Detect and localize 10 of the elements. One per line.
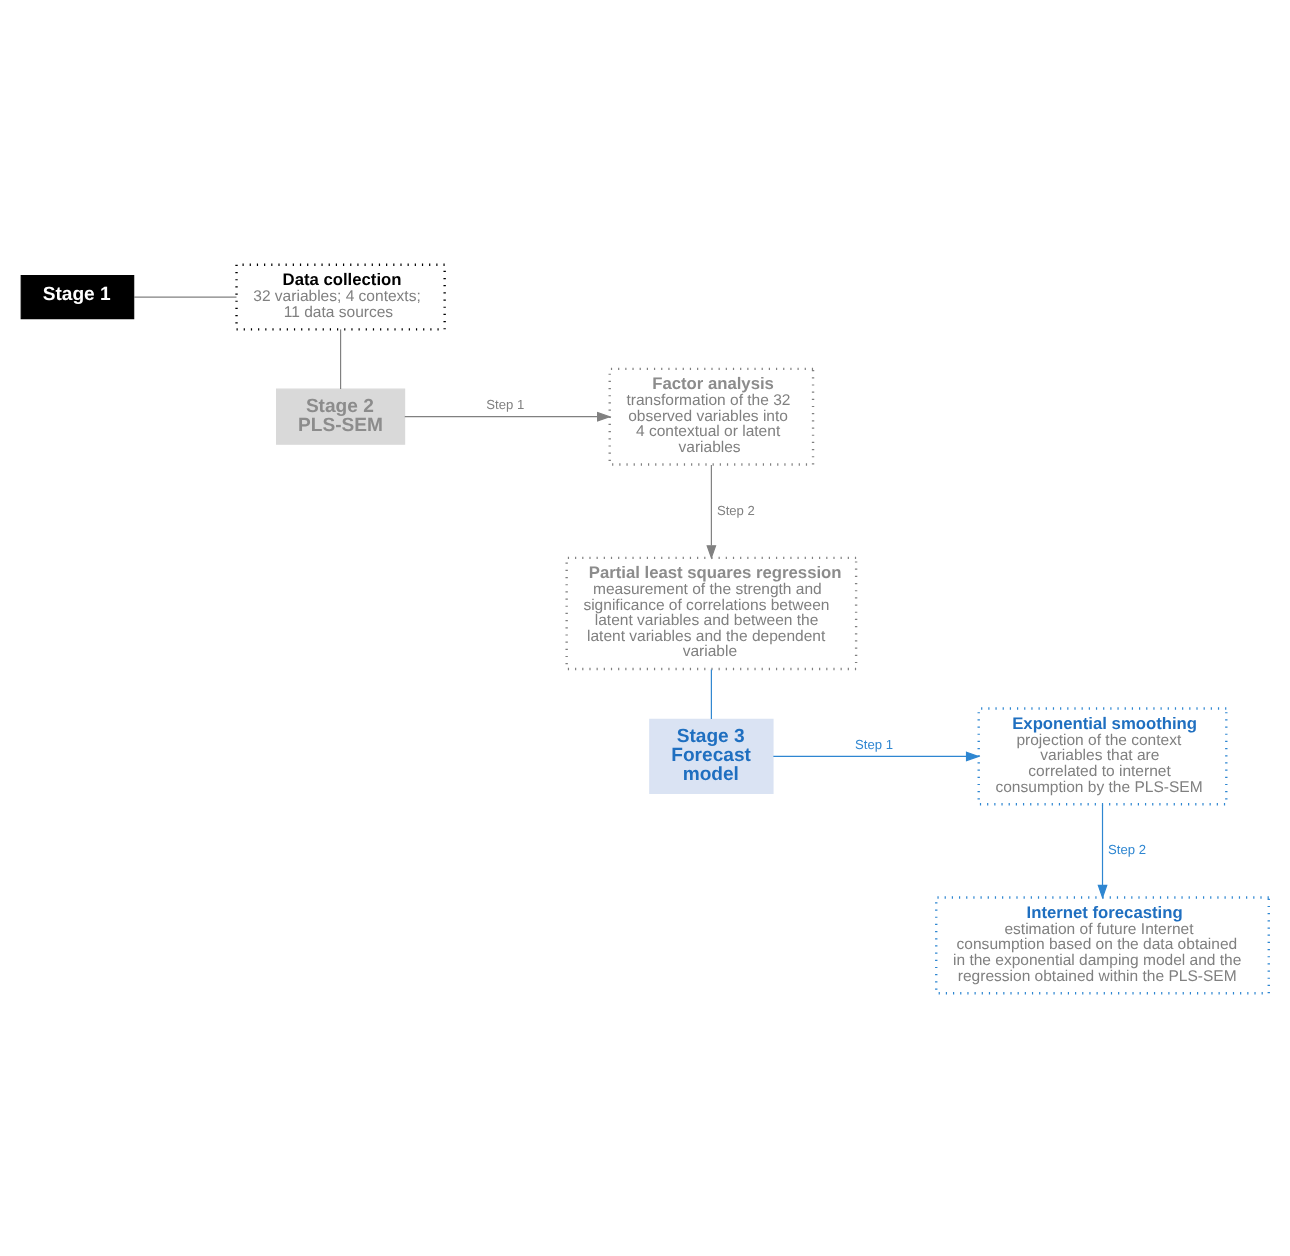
arrow bbox=[772, 750, 981, 761]
node-box: Stage 1 bbox=[20, 273, 135, 319]
connector bbox=[133, 295, 238, 297]
connector bbox=[340, 327, 342, 389]
arrow bbox=[706, 463, 717, 559]
node-box: Stage 2 PLS-SEM bbox=[276, 387, 406, 444]
node-box: Stage 3 Forecast model bbox=[649, 717, 774, 794]
connector bbox=[710, 667, 712, 719]
arrow bbox=[404, 410, 612, 421]
arrow bbox=[1097, 803, 1108, 899]
